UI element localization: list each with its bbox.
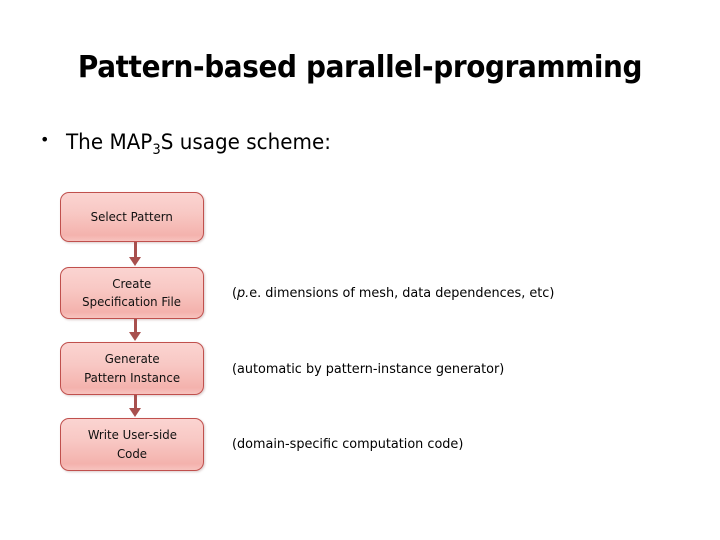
flow-box-label-line1: Select Pattern <box>90 208 174 224</box>
flow-box-write-user-side-code[interactable]: Write User-side Code <box>60 418 204 471</box>
flow-arrow-1 <box>128 242 144 267</box>
flow-box-label-line2: Pattern Instance <box>84 369 180 385</box>
arrow-head-icon <box>129 408 141 417</box>
arrow-shaft <box>134 319 137 334</box>
arrow-shaft <box>134 242 137 259</box>
flow-arrow-3 <box>128 395 144 418</box>
arrow-head-icon <box>129 257 141 266</box>
arrow-shaft <box>134 395 137 410</box>
bullet-line: • The MAP3S usage scheme: <box>40 130 345 157</box>
flow-box-label-line2: Code <box>116 445 148 461</box>
annotation-rest-part: e. dimensions of mesh, data dependences,… <box>249 285 555 301</box>
flow-box-generate-pattern-instance[interactable]: Generate Pattern Instance <box>60 342 204 395</box>
bullet-subscript: 3 <box>152 142 161 159</box>
annotation-generate-pattern-instance: (automatic by pattern-instance generator… <box>232 361 505 377</box>
bullet-text: The MAP3S usage scheme: <box>66 130 331 157</box>
flow-arrow-2 <box>128 319 144 342</box>
annotation-italic-part: p. <box>237 285 250 301</box>
flow-box-label-line1: Write User-side <box>87 427 177 443</box>
annotation-write-user-side-code: (domain-specific computation code) <box>232 436 464 452</box>
flow-box-label-line1: Generate <box>104 351 160 367</box>
annotation-create-specification-file: (p.e. dimensions of mesh, data dependenc… <box>232 285 554 301</box>
annotation-open-paren: ( <box>232 285 238 301</box>
flow-box-label-line2: Specification File <box>82 294 182 309</box>
bullet-dot-icon: • <box>40 130 50 149</box>
page-title: Pattern-based parallel-programming <box>77 50 643 85</box>
flow-box-label-line1: Create <box>112 275 152 291</box>
flow-box-create-specification-file[interactable]: Create Specification File <box>60 267 204 319</box>
bullet-text-part2: S usage scheme: <box>160 130 331 154</box>
flow-box-select-pattern[interactable]: Select Pattern <box>60 192 204 242</box>
bullet-text-part1: The MAP <box>66 130 153 154</box>
arrow-head-icon <box>129 332 141 341</box>
